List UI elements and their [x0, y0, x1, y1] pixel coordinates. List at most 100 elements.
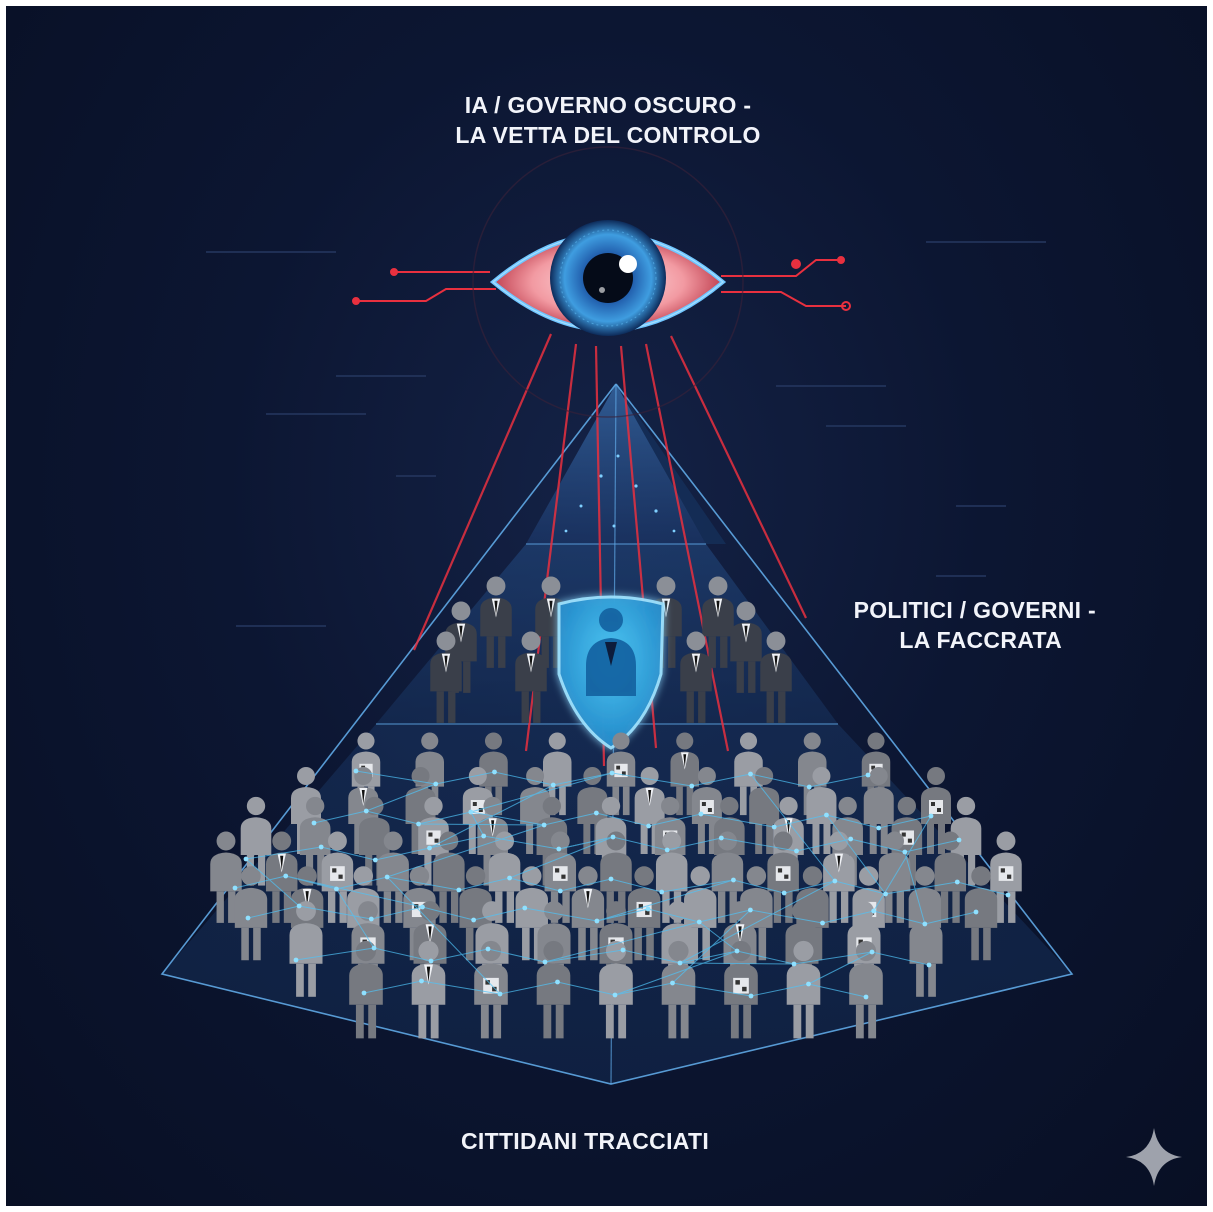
network-node [670, 980, 675, 986]
network-link [234, 875, 286, 889]
network-node [1005, 892, 1011, 898]
network-link [371, 906, 423, 920]
network-node [232, 885, 238, 891]
network-link [834, 880, 886, 895]
network-node [696, 919, 702, 925]
network-node [416, 821, 421, 827]
network-link [774, 814, 827, 828]
network-node [542, 959, 548, 965]
network-node [645, 906, 651, 912]
network-node [832, 878, 838, 884]
network-node [922, 921, 928, 927]
network-link [494, 771, 554, 786]
network-link [667, 837, 722, 851]
citizen-figure [627, 866, 661, 961]
citizen-figure [878, 831, 911, 923]
network-node [507, 875, 512, 881]
pyramid-diagram [160, 146, 1182, 1186]
network-link [691, 773, 751, 787]
network-node [428, 958, 434, 964]
network-link [885, 881, 958, 895]
network-node [863, 994, 869, 1000]
tracking-network [234, 770, 1009, 998]
network-node [806, 784, 812, 790]
citizens-group [210, 732, 1022, 1039]
network-link [596, 812, 649, 827]
network-link [557, 981, 616, 996]
network-node [612, 992, 618, 998]
network-node [433, 781, 439, 787]
network-link [363, 980, 422, 994]
network-node [243, 856, 249, 862]
network-node [384, 874, 390, 880]
network-node [902, 849, 908, 855]
network-link [596, 879, 734, 922]
network-node [427, 845, 432, 851]
network-node [646, 823, 652, 829]
network-node [296, 903, 302, 909]
network-node [372, 857, 378, 863]
network-link [622, 949, 681, 964]
network-node [771, 824, 777, 830]
network-link [808, 951, 873, 985]
network-link [750, 983, 809, 997]
network-link [483, 835, 559, 850]
network-node [283, 873, 289, 879]
middle-tier-label: POLITICI / GOVERNI - LA FACCRATA [806, 595, 1096, 655]
network-node [353, 768, 359, 774]
network-link [612, 836, 668, 851]
network-link [699, 909, 751, 923]
citizen-figure [909, 901, 943, 997]
network-node [869, 949, 875, 955]
citizen-figure [786, 940, 821, 1039]
network-link [429, 835, 484, 849]
citizen-figure [634, 767, 665, 854]
network-link [924, 911, 977, 925]
network-link [614, 950, 738, 996]
middle-tier-label-line1: POLITICI / GOVERNI - [853, 597, 1096, 623]
network-node [883, 891, 888, 897]
network-node [659, 889, 665, 895]
network-link [793, 951, 873, 965]
politician-figure [702, 576, 734, 668]
network-node [456, 887, 462, 893]
network-link [386, 876, 501, 995]
network-link [418, 811, 471, 825]
citizen-figure [321, 831, 354, 923]
network-node [556, 846, 562, 852]
network-node [791, 961, 797, 967]
network-link [430, 948, 489, 962]
network-link [750, 773, 836, 882]
network-link [387, 876, 459, 891]
network-link [386, 824, 545, 878]
network-node [334, 886, 339, 892]
network-node [311, 820, 317, 826]
network-node [481, 833, 487, 839]
network-node [718, 835, 724, 841]
network-link [808, 983, 867, 998]
network-link [245, 858, 300, 907]
network-link [336, 876, 388, 890]
network-node [748, 771, 753, 777]
citizen-figure [849, 940, 883, 1039]
network-link [873, 815, 932, 912]
network-link [873, 910, 925, 925]
network-link [736, 950, 795, 965]
citizen-figure [433, 831, 465, 923]
network-link [648, 813, 702, 827]
network-node [865, 772, 871, 778]
network-node [471, 917, 477, 923]
network-link [850, 838, 905, 853]
network-link [470, 811, 485, 837]
network-node [748, 993, 754, 999]
shield-icon [557, 595, 665, 750]
network-link [957, 881, 1009, 896]
network-node [492, 769, 497, 775]
network-link [355, 770, 436, 785]
network-link [313, 810, 367, 824]
network-link [418, 823, 545, 826]
network-link [295, 947, 375, 961]
citizen-figure [377, 831, 409, 923]
network-node [557, 888, 563, 894]
network-link [721, 837, 797, 852]
